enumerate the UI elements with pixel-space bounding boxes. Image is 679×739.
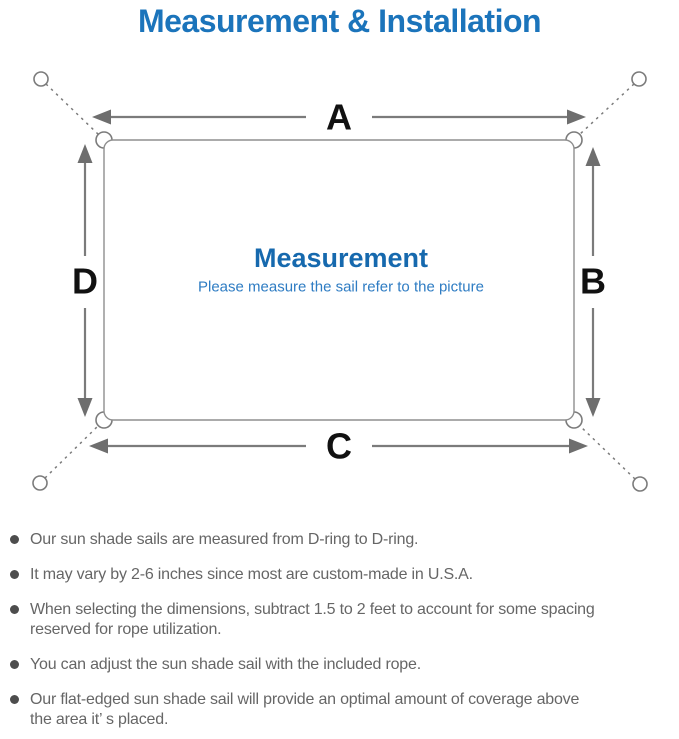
arrow-a-head-left-icon xyxy=(92,109,111,125)
page-title: Measurement & Installation xyxy=(137,3,542,39)
bullet-icon xyxy=(10,605,19,614)
arrow-a-head-right-icon xyxy=(567,109,586,125)
dimension-label-b: B xyxy=(580,261,606,302)
arrow-b-head-top-icon xyxy=(585,147,601,166)
note-text: Our flat-edged sun shade sail will provi… xyxy=(30,690,579,730)
note-item-3: When selecting the dimensions, subtract … xyxy=(10,600,675,640)
bullet-icon xyxy=(10,535,19,544)
note-item-2: It may vary by 2-6 inches since most are… xyxy=(10,565,675,585)
dimension-label-a: A xyxy=(326,97,352,138)
note-text: You can adjust the sun shade sail with t… xyxy=(30,655,421,675)
sail-outline xyxy=(103,139,575,421)
tension-line-top-right xyxy=(578,83,635,136)
note-text: When selecting the dimensions, subtract … xyxy=(30,600,595,640)
diagram-subheading: Please measure the sail refer to the pic… xyxy=(198,279,484,296)
dimension-label-d: D xyxy=(72,261,98,302)
notes-list: Our sun shade sails are measured from D-… xyxy=(10,530,675,739)
measurement-diagram: A B C D Measurement Please measure the s… xyxy=(0,60,679,520)
anchor-ring-bottom-left xyxy=(32,475,48,491)
arrow-c-head-right-icon xyxy=(569,438,588,454)
note-line: reserved for rope utilization. xyxy=(30,621,222,638)
anchor-ring-top-right xyxy=(631,71,647,87)
note-item-4: You can adjust the sun shade sail with t… xyxy=(10,655,675,675)
arrow-b-head-bottom-icon xyxy=(585,398,601,417)
anchor-ring-top-left xyxy=(33,71,49,87)
bullet-icon xyxy=(10,695,19,704)
note-item-1: Our sun shade sails are measured from D-… xyxy=(10,530,675,550)
note-line: It may vary by 2-6 inches since most are… xyxy=(30,566,473,583)
bullet-icon xyxy=(10,660,19,669)
arrow-c-head-left-icon xyxy=(89,438,108,454)
tension-line-bottom-right xyxy=(578,424,636,480)
arrow-d-head-bottom-icon xyxy=(77,398,93,417)
note-text: It may vary by 2-6 inches since most are… xyxy=(30,565,473,585)
tension-line-top-left xyxy=(45,83,100,136)
note-line: Our sun shade sails are measured from D-… xyxy=(30,531,419,548)
note-line: You can adjust the sun shade sail with t… xyxy=(30,656,421,673)
sail-diagram-svg: A B C D Measurement Please measure the s… xyxy=(32,71,648,492)
note-text: Our sun shade sails are measured from D-… xyxy=(30,530,418,550)
note-item-5: Our flat-edged sun shade sail will provi… xyxy=(10,690,675,730)
note-line: the area it’ s placed. xyxy=(30,711,169,728)
arrow-d-head-top-icon xyxy=(77,144,93,163)
diagram-heading: Measurement xyxy=(254,243,428,273)
tension-line-bottom-left xyxy=(44,424,100,479)
bullet-icon xyxy=(10,570,19,579)
anchor-ring-bottom-right xyxy=(632,476,648,492)
note-line: Our flat-edged sun shade sail will provi… xyxy=(30,691,580,708)
dimension-label-c: C xyxy=(326,426,352,467)
note-line: When selecting the dimensions, subtract … xyxy=(30,601,595,618)
